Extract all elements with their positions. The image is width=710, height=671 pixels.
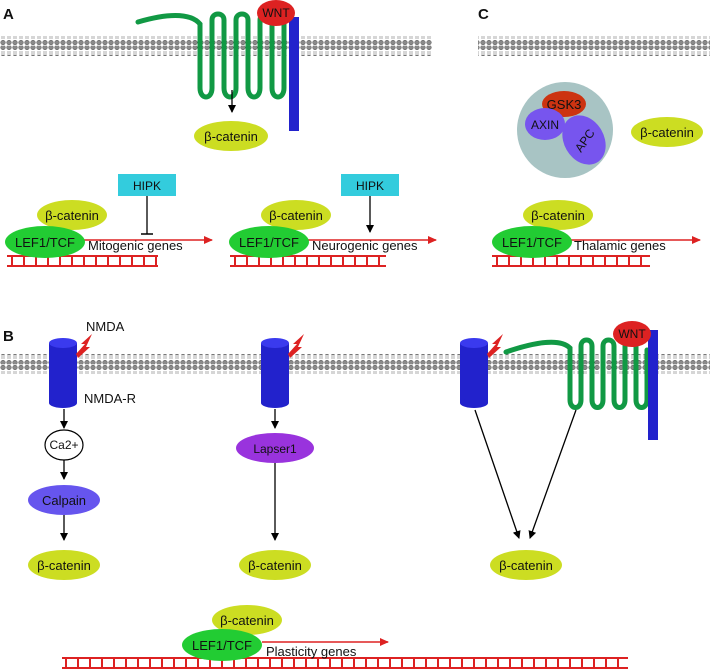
calpain xyxy=(28,485,100,515)
beta-catenin-b2 xyxy=(239,550,311,580)
dna-c xyxy=(492,255,650,267)
membrane-c xyxy=(478,36,710,56)
nmda-bolt-icon-b3 xyxy=(487,334,503,358)
hipk-box-a2 xyxy=(341,174,399,196)
apc xyxy=(562,115,606,165)
lef-tcf-label: LEF1/TCF xyxy=(192,638,252,653)
lef-tcf-a1 xyxy=(5,226,85,258)
membrane-a xyxy=(0,36,432,56)
lapser1-label: Lapser1 xyxy=(253,442,297,456)
beta-catenin-label: β-catenin xyxy=(37,558,91,573)
beta-catenin-c-free xyxy=(631,117,703,147)
axin xyxy=(525,108,565,140)
lef-tcf-label: LEF1/TCF xyxy=(239,235,299,250)
wnt-label-b: WNT xyxy=(618,327,646,341)
beta-catenin-b3 xyxy=(490,550,562,580)
hipk-label: HIPK xyxy=(356,179,384,193)
ca-label: Ca2+ xyxy=(49,438,78,452)
nmda-receptor-b3 xyxy=(460,338,488,408)
nmda-r-label: NMDA-R xyxy=(84,391,136,406)
beta-catenin-label: β-catenin xyxy=(640,125,694,140)
panel-c-label: C xyxy=(478,6,489,23)
beta-catenin-a1 xyxy=(37,200,107,230)
beta-catenin-a-top xyxy=(194,121,268,151)
wnt-ligand-a xyxy=(257,0,295,26)
plasticity-genes-label: Plasticity genes xyxy=(266,644,357,659)
nmda-bolt-icon-b1 xyxy=(76,334,92,358)
mitogenic-genes-label: Mitogenic genes xyxy=(88,238,183,253)
beta-catenin-b1 xyxy=(28,550,100,580)
nmda-receptor-b2 xyxy=(261,338,289,408)
calpain-label: Calpain xyxy=(42,493,86,508)
arrow-b3-nmda xyxy=(474,409,521,539)
hipk-label: HIPK xyxy=(133,179,161,193)
nmda-label: NMDA xyxy=(86,319,125,334)
beta-catenin-label: β-catenin xyxy=(248,558,302,573)
lef-tcf-label: LEF1/TCF xyxy=(502,235,562,250)
beta-catenin-b-dna xyxy=(212,605,282,635)
dna-a2 xyxy=(230,255,386,267)
beta-catenin-label: β-catenin xyxy=(204,129,258,144)
nmda-bolt-icon-b2 xyxy=(288,334,304,358)
panel-b-label: B xyxy=(3,328,14,345)
lef-tcf-label: LEF1/TCF xyxy=(15,235,75,250)
lrp-coreceptor-b xyxy=(648,330,658,440)
nmda-receptor-b1 xyxy=(49,338,77,408)
beta-catenin-label: β-catenin xyxy=(220,613,274,628)
wnt-ligand-b xyxy=(613,321,651,347)
arrow-b3-wnt xyxy=(528,409,577,539)
beta-catenin-label: β-catenin xyxy=(531,208,585,223)
lef-tcf-c xyxy=(492,226,572,258)
beta-catenin-label: β-catenin xyxy=(269,208,323,223)
lrp-coreceptor-a xyxy=(289,17,299,131)
beta-catenin-label: β-catenin xyxy=(499,558,553,573)
thalamic-genes-label: Thalamic genes xyxy=(574,238,666,253)
beta-catenin-label: β-catenin xyxy=(45,208,99,223)
axin-label: AXIN xyxy=(531,118,559,132)
beta-catenin-c xyxy=(523,200,593,230)
neurogenic-genes-label: Neurogenic genes xyxy=(312,238,418,253)
lef-tcf-b xyxy=(182,629,262,661)
lef-tcf-a2 xyxy=(229,226,309,258)
dna-a1 xyxy=(7,255,158,267)
wnt-label-a: WNT xyxy=(262,6,290,20)
beta-catenin-a2 xyxy=(261,200,331,230)
dna-b xyxy=(62,657,628,669)
membrane-b xyxy=(0,354,710,374)
lapser1 xyxy=(236,433,314,463)
panel-a-label: A xyxy=(3,6,14,23)
gsk3-label: GSK3 xyxy=(547,97,582,112)
hipk-box-a1 xyxy=(118,174,176,196)
